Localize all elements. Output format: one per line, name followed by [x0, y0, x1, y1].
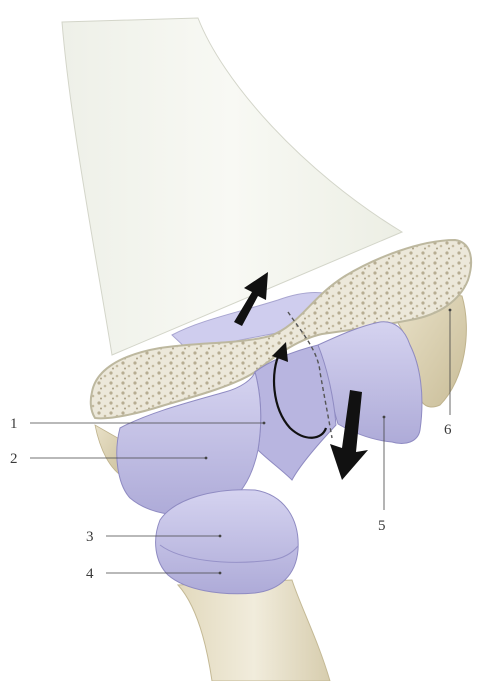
leader-dot-6 — [449, 309, 452, 312]
radial-head — [156, 490, 299, 594]
label-4: 4 — [86, 566, 94, 582]
label-3: 3 — [86, 529, 94, 545]
radius-shaft — [178, 580, 330, 681]
label-5: 5 — [378, 518, 386, 534]
leader-dot-4 — [219, 572, 222, 575]
label-6: 6 — [444, 422, 452, 438]
leader-dot-3 — [219, 535, 222, 538]
leader-dot-2 — [205, 457, 208, 460]
trochlear-groove — [255, 345, 336, 480]
leader-dot-5 — [383, 416, 386, 419]
label-1: 1 — [10, 416, 18, 432]
leader-dot-1 — [263, 422, 266, 425]
label-2: 2 — [10, 451, 18, 467]
